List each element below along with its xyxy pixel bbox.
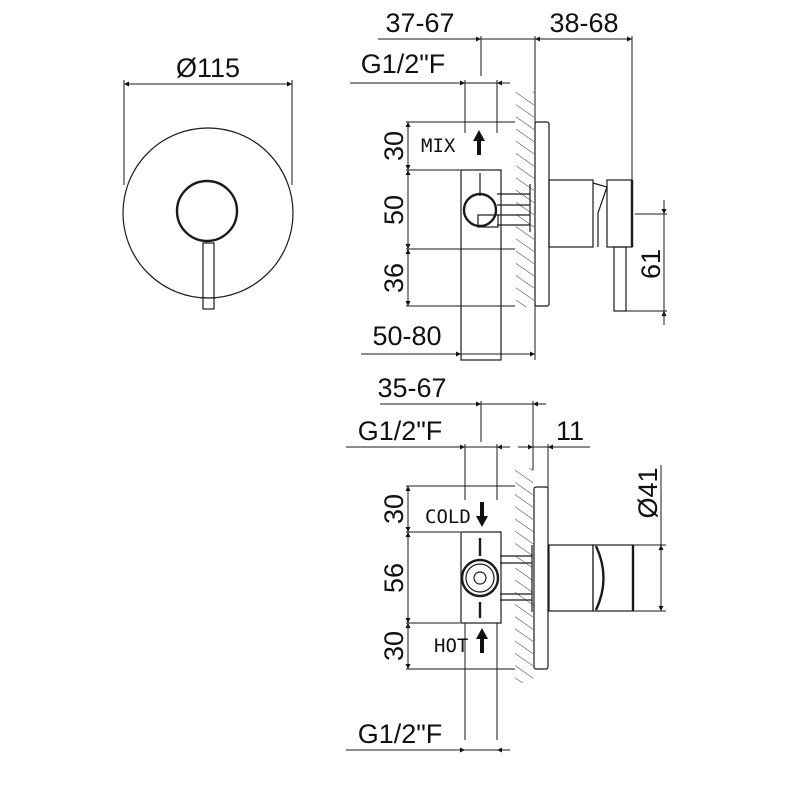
thread-label-top: G1/2"F (358, 416, 443, 446)
thread-label-mix: G1/2"F (361, 49, 446, 79)
cover-plate-circle (122, 127, 294, 299)
vdim-50-label: 50 (379, 195, 409, 225)
diameter-115-label: Ø115 (176, 53, 240, 83)
dim-11-label: 11 (556, 416, 584, 446)
dim-61-label: 61 (636, 249, 666, 279)
front-view: Ø115 (122, 53, 294, 310)
side-view-cold-hot: 35-67 G1/2"F 11 30 56 30 COLD HOT (346, 373, 666, 753)
vdim2-30-bottom-label: 30 (379, 631, 409, 661)
cover-plate-side (534, 121, 550, 307)
valve-body-outline (460, 169, 502, 361)
valve-center (473, 571, 487, 585)
mix-label: MIX (421, 135, 456, 157)
handle-curve (594, 545, 605, 611)
dim-50-80-label: 50-80 (372, 321, 441, 351)
valve-ring-inner (465, 563, 495, 593)
handle-lever-side (613, 246, 627, 312)
cold-arrow-down-icon (476, 502, 488, 527)
cold-label: COLD (425, 506, 471, 528)
handle-sleeve-2 (548, 544, 594, 612)
hot-label: HOT (434, 635, 468, 657)
vdim2-56-label: 56 (379, 563, 409, 593)
handle-sleeve (548, 179, 594, 248)
dim-37-67-label: 37-67 (385, 8, 454, 38)
handle-cap (606, 179, 633, 248)
wall-hatch-2 (515, 468, 533, 683)
handle-lever (202, 242, 215, 310)
thread-label-bottom: G1/2"F (358, 719, 443, 749)
vdim-36-label: 36 (379, 263, 409, 293)
side-view-mix: 37-67 38-68 G1/2"F 30 50 36 MIX (350, 8, 667, 361)
dim-41-label: Ø41 (633, 467, 663, 518)
vdim2-30-top-label: 30 (379, 494, 409, 524)
dim-35-67-label: 35-67 (377, 373, 446, 403)
handle-knob-circle (175, 179, 239, 243)
valve-ring-2 (460, 558, 500, 598)
dim-38-68-label: 38-68 (549, 8, 618, 38)
wall-hatch (516, 92, 534, 307)
vdim-30-label: 30 (379, 131, 409, 161)
valve-cutaway (477, 214, 499, 228)
cover-plate-side-2 (533, 486, 549, 670)
hot-arrow-up-icon (476, 628, 488, 653)
valve-ring (462, 192, 498, 228)
handle-taper (592, 182, 608, 247)
mix-arrow-up-icon (473, 130, 485, 155)
